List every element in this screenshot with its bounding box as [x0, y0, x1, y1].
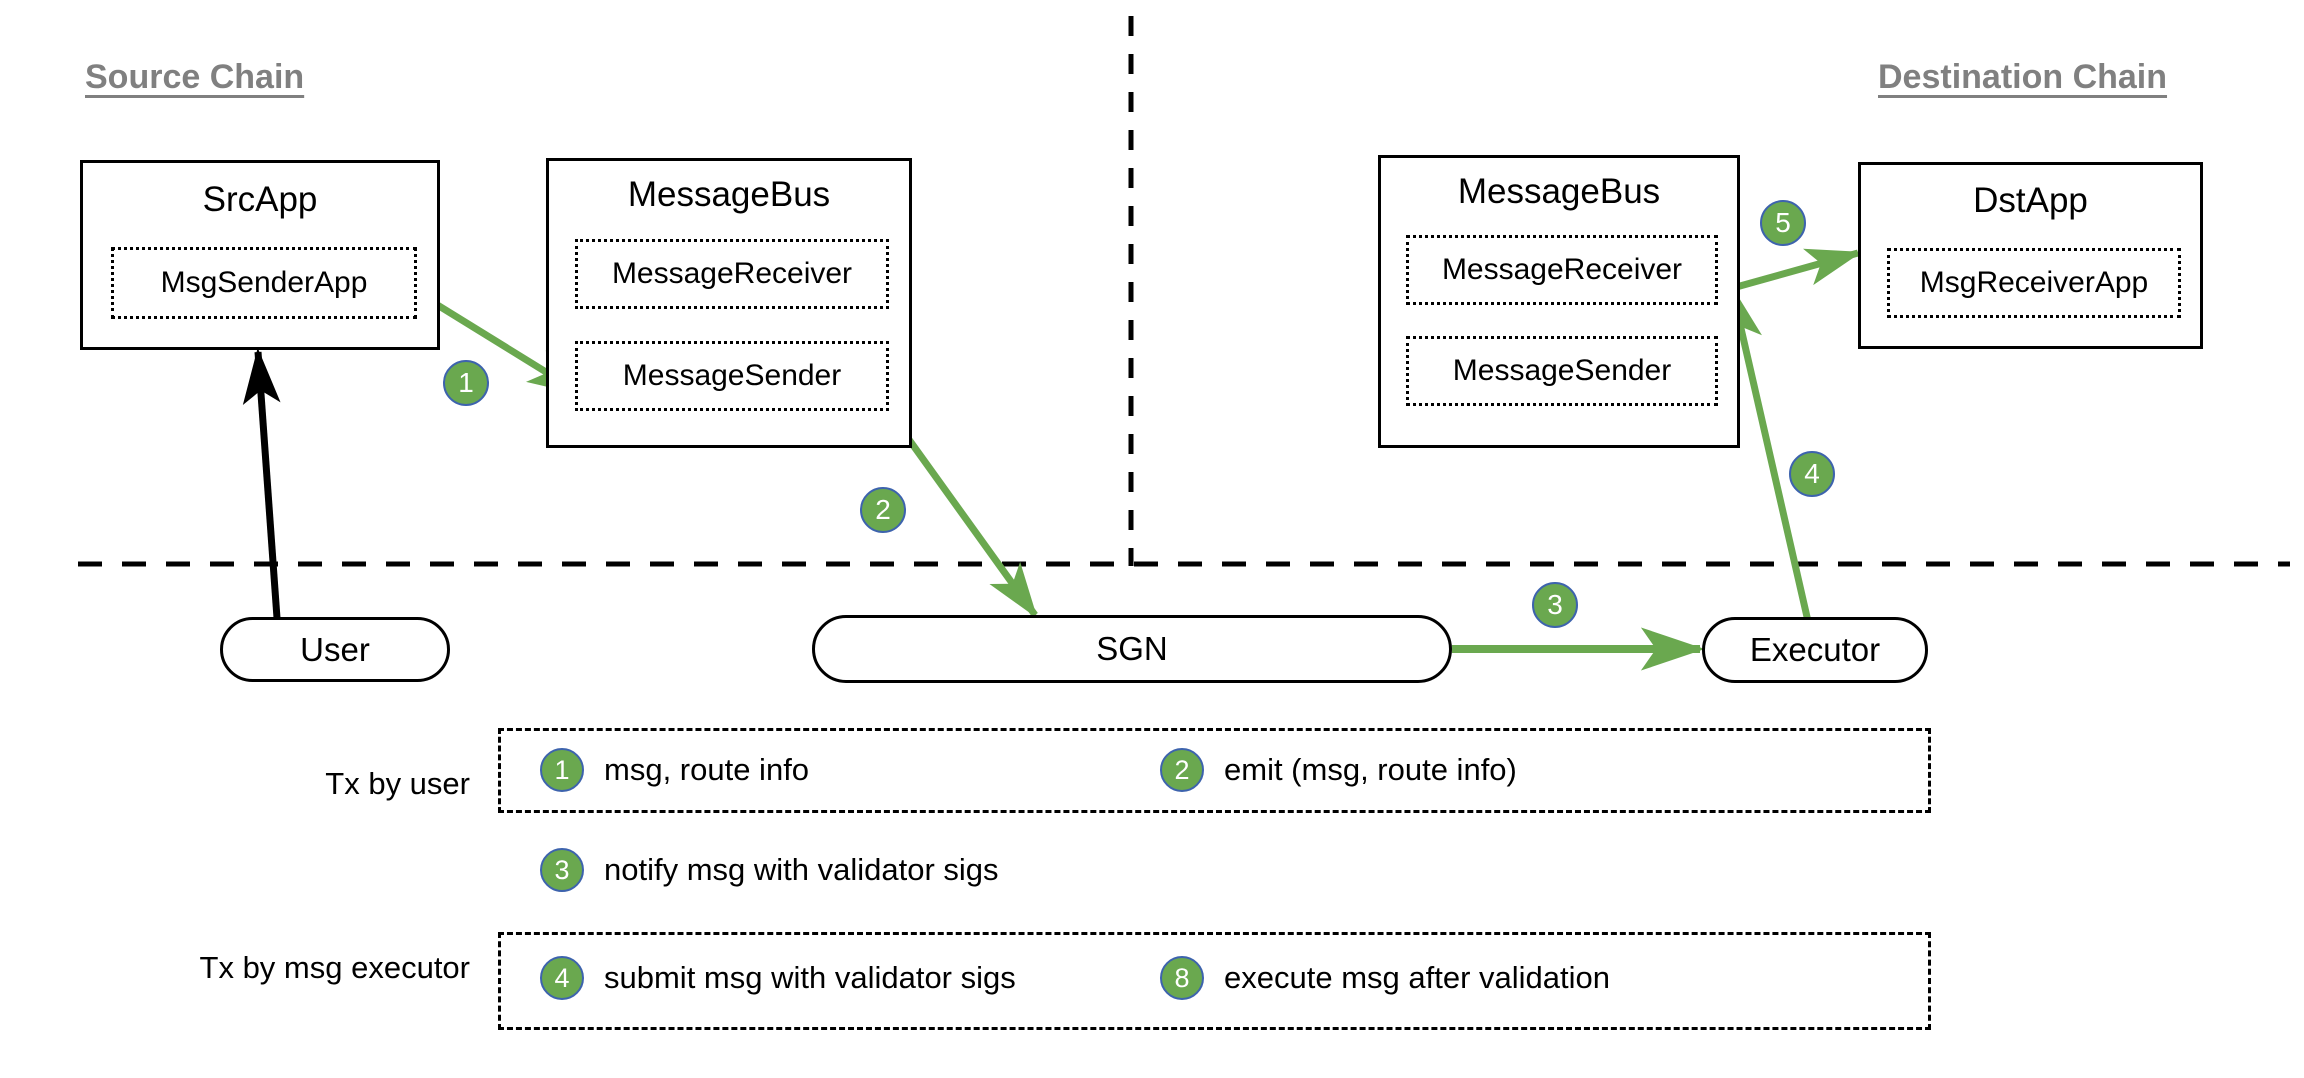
- legend-badge-4: 4: [540, 956, 584, 1000]
- dst-messagebus-box[interactable]: MessageBus MessageReceiver MessageSender: [1378, 155, 1740, 448]
- dst-messagebus-receiver-label: MessageReceiver: [1441, 253, 1683, 286]
- dstapp-box[interactable]: DstApp MsgReceiverApp: [1858, 162, 2203, 349]
- executor-pill[interactable]: Executor: [1702, 617, 1928, 683]
- legend-row1-label: Tx by user: [325, 766, 470, 801]
- legend-item-4: 4 submit msg with validator sigs: [540, 956, 1016, 1000]
- src-messagebus-title: MessageBus: [627, 175, 831, 214]
- dstapp-component-label: MsgReceiverApp: [1919, 266, 2149, 299]
- dst-messagebus-sender-label: MessageSender: [1452, 354, 1672, 387]
- legend-badge-8: 8: [1160, 956, 1204, 1000]
- src-messagebus-receiver-label: MessageReceiver: [611, 257, 853, 290]
- srcapp-box[interactable]: SrcApp MsgSenderApp: [80, 160, 440, 350]
- legend-badge-3: 3: [540, 848, 584, 892]
- srcapp-component-label: MsgSenderApp: [160, 266, 368, 299]
- legend-item-3: 3 notify msg with validator sigs: [540, 848, 999, 892]
- srcapp-component-msgsenderapp[interactable]: MsgSenderApp: [111, 247, 417, 319]
- dst-messagebus-receiver[interactable]: MessageReceiver: [1406, 235, 1718, 305]
- src-messagebus-sender-label: MessageSender: [622, 359, 842, 392]
- legend-row2-label: Tx by msg executor: [199, 950, 470, 985]
- arrow-user-to-srcapp: [242, 347, 281, 619]
- srcapp-title: SrcApp: [202, 180, 318, 219]
- arrow-step-5: [1721, 248, 1863, 295]
- src-messagebus-receiver[interactable]: MessageReceiver: [575, 239, 889, 309]
- dst-messagebus-title: MessageBus: [1457, 172, 1661, 211]
- legend-text-8: execute msg after validation: [1224, 960, 1610, 995]
- src-messagebus-box[interactable]: MessageBus MessageReceiver MessageSender: [546, 158, 912, 448]
- legend-row1-box: [498, 728, 1931, 813]
- src-messagebus-sender[interactable]: MessageSender: [575, 341, 889, 411]
- flow-badge-5: 5: [1760, 200, 1806, 246]
- flow-badge-3: 3: [1532, 582, 1578, 628]
- sgn-pill[interactable]: SGN: [812, 615, 1452, 683]
- flow-badge-1: 1: [443, 360, 489, 406]
- flow-badge-4: 4: [1789, 451, 1835, 497]
- legend-item-1: 1 msg, route info: [540, 748, 809, 792]
- legend-badge-2: 2: [1160, 748, 1204, 792]
- user-pill[interactable]: User: [220, 617, 450, 682]
- flow-badge-2: 2: [860, 487, 906, 533]
- legend-badge-1: 1: [540, 748, 584, 792]
- legend-text-1: msg, route info: [604, 752, 810, 787]
- dstapp-title: DstApp: [1973, 181, 2088, 220]
- legend-row2-box: [498, 932, 1931, 1030]
- user-label: User: [300, 630, 370, 668]
- legend-text-3: notify msg with validator sigs: [604, 852, 999, 887]
- source-chain-title: Source Chain: [85, 58, 305, 96]
- dst-messagebus-sender[interactable]: MessageSender: [1406, 336, 1718, 406]
- legend-item-2: 2 emit (msg, route info): [1160, 748, 1517, 792]
- dstapp-component-msgreceiverapp[interactable]: MsgReceiverApp: [1887, 248, 2181, 318]
- legend-text-2: emit (msg, route info): [1224, 752, 1517, 787]
- executor-label: Executor: [1749, 631, 1881, 668]
- legend-text-4: submit msg with validator sigs: [604, 960, 1016, 995]
- sgn-label: SGN: [1096, 630, 1168, 667]
- legend-item-8: 8 execute msg after validation: [1160, 956, 1610, 1000]
- destination-chain-title: Destination Chain: [1878, 58, 2168, 96]
